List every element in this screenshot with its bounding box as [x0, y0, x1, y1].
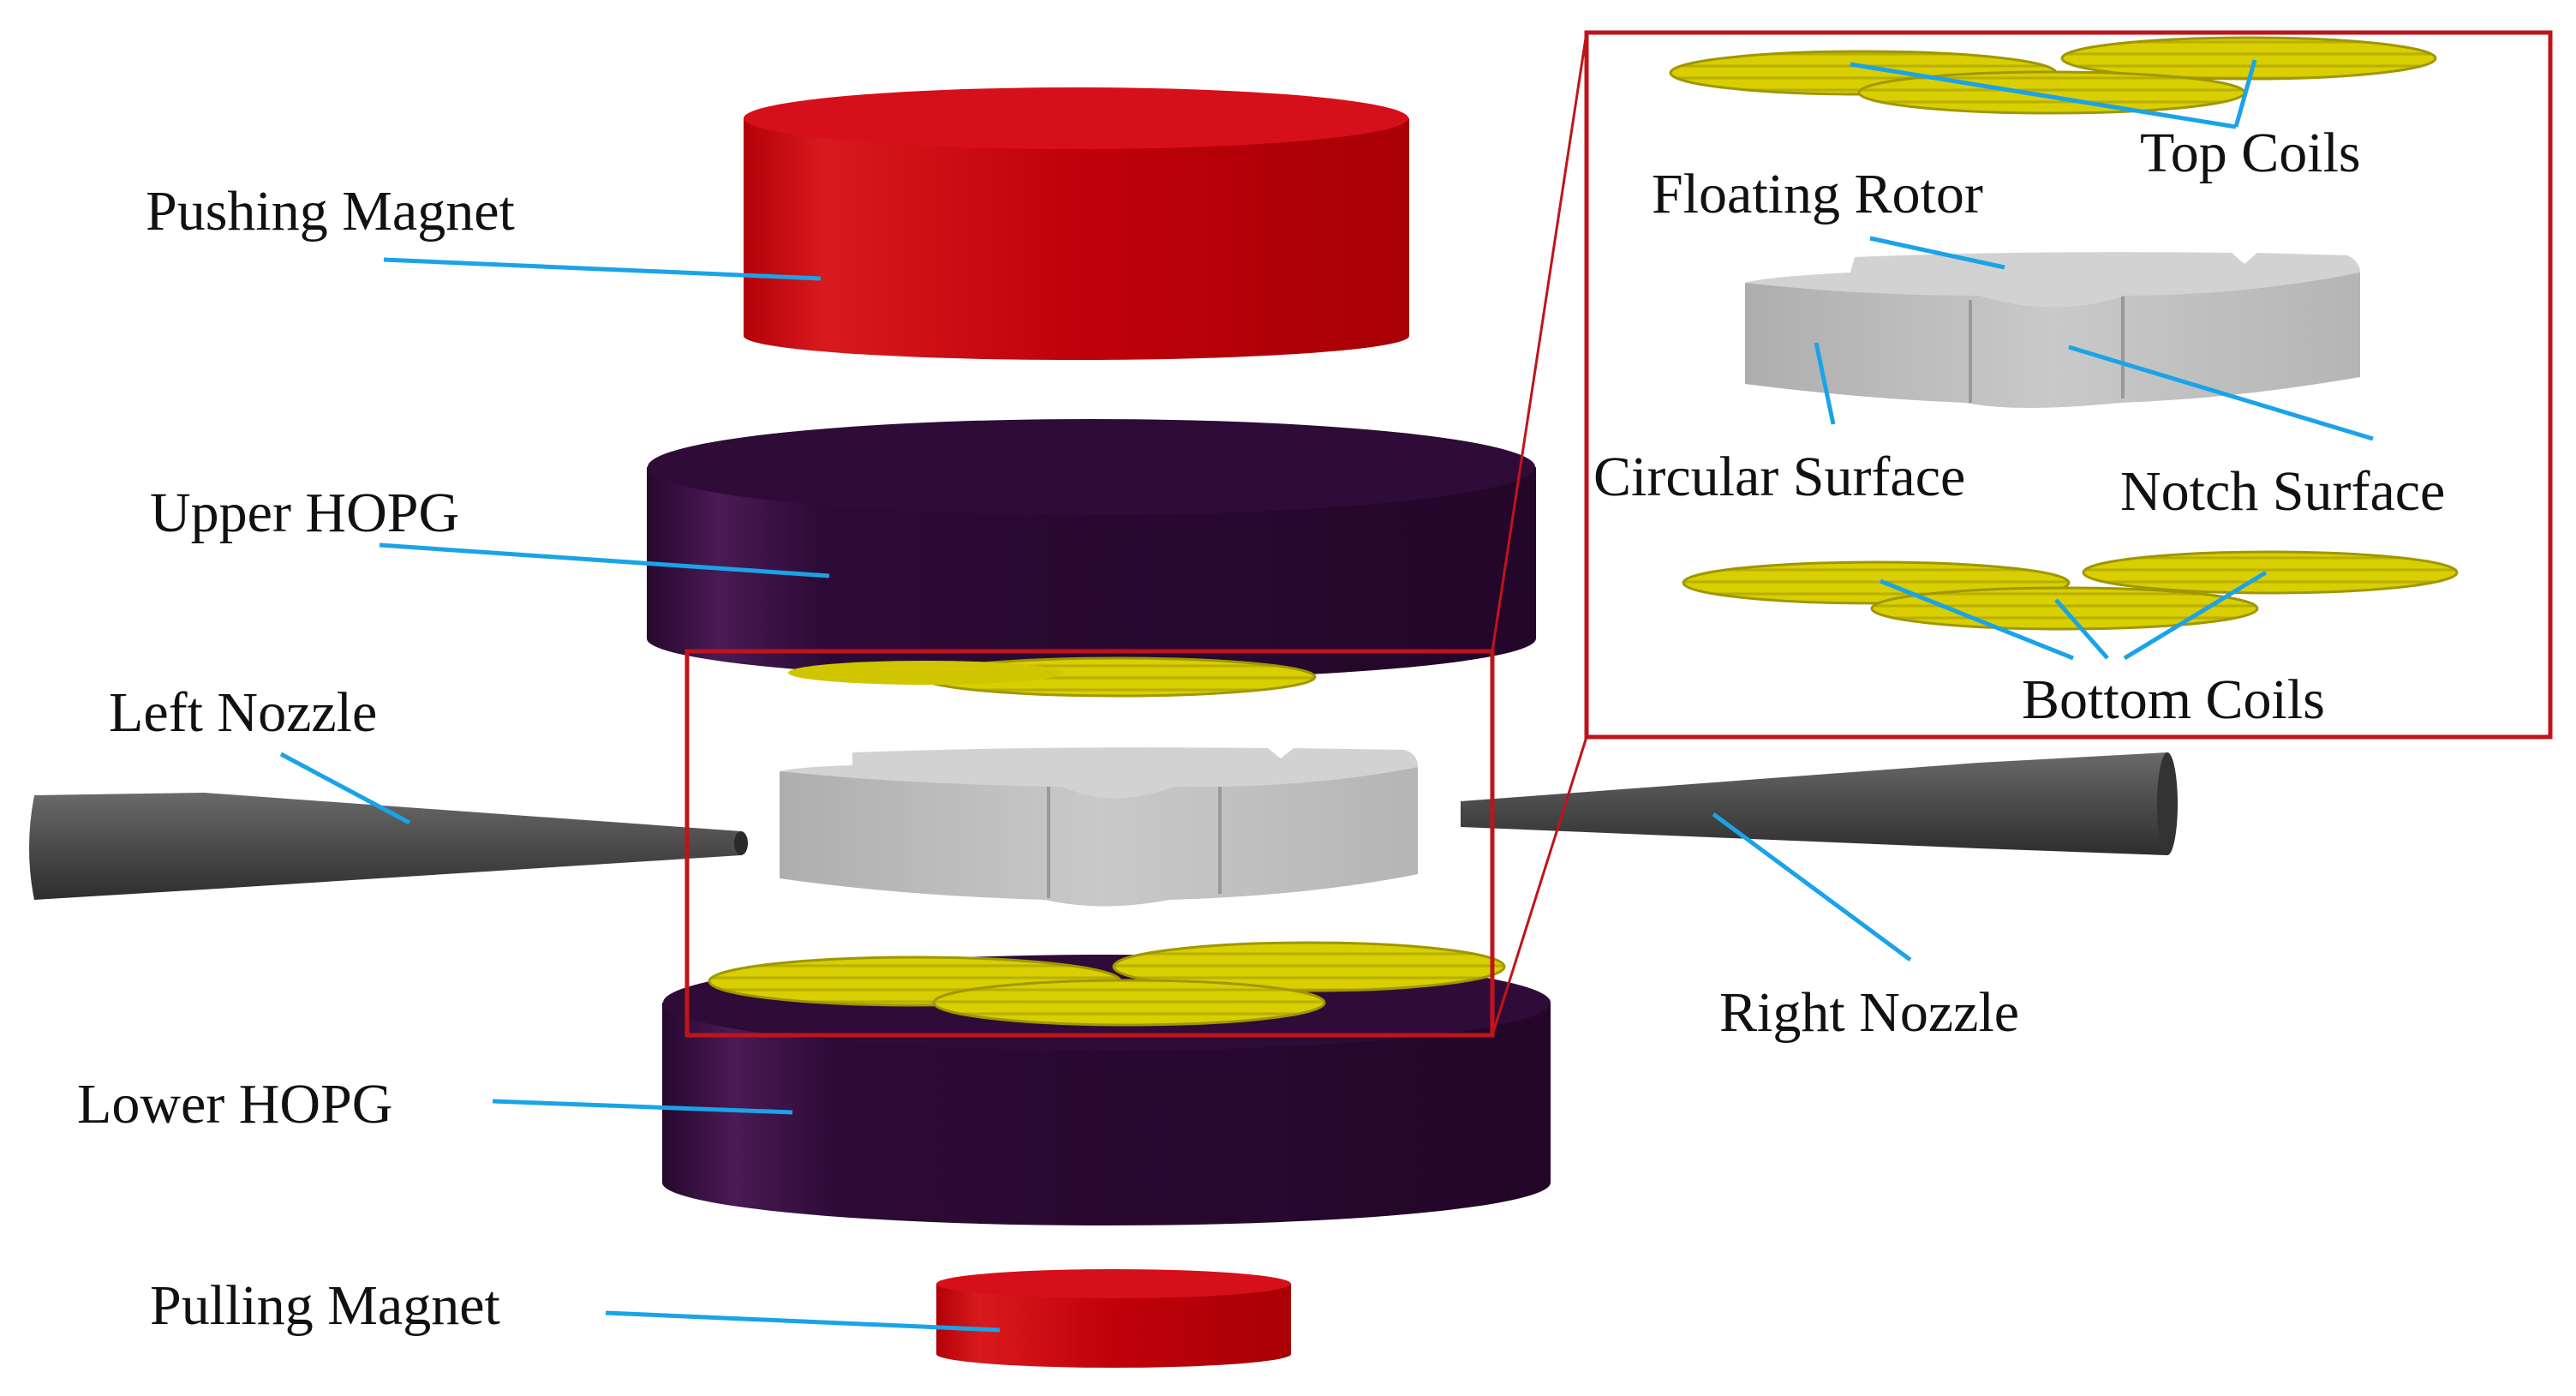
label-lower-hopg: Lower HOPG	[77, 1073, 392, 1135]
label-top-coils: Top Coils	[2140, 122, 2361, 184]
floating-rotor	[780, 747, 1418, 907]
label-floating-rotor: Floating Rotor	[1652, 163, 1983, 225]
label-notch-surface: Notch Surface	[2120, 460, 2445, 523]
zoom-frame	[684, 32, 1588, 1038]
pushing-magnet	[744, 87, 1409, 361]
label-left-nozzle: Left Nozzle	[109, 681, 377, 744]
leader-lines	[279, 59, 2374, 1333]
pulling-magnet	[936, 1269, 1291, 1368]
label-upper-hopg: Upper HOPG	[150, 482, 459, 544]
label-circular-surface: Circular Surface	[1593, 446, 1965, 508]
detail-inset	[1584, 30, 2553, 740]
upper-hopg	[647, 419, 1536, 680]
label-right-nozzle: Right Nozzle	[1719, 981, 2019, 1044]
label-pushing-magnet: Pushing Magnet	[146, 180, 515, 243]
inset-bottom-coils	[1682, 550, 2459, 631]
inset-floating-rotor	[1745, 252, 2360, 408]
right-nozzle	[1461, 752, 2178, 855]
label-pulling-magnet: Pulling Magnet	[150, 1274, 500, 1337]
bottom-coils	[708, 941, 1506, 1027]
top-coils	[788, 656, 1317, 698]
left-nozzle	[29, 793, 748, 900]
label-bottom-coils: Bottom Coils	[2022, 668, 2325, 731]
